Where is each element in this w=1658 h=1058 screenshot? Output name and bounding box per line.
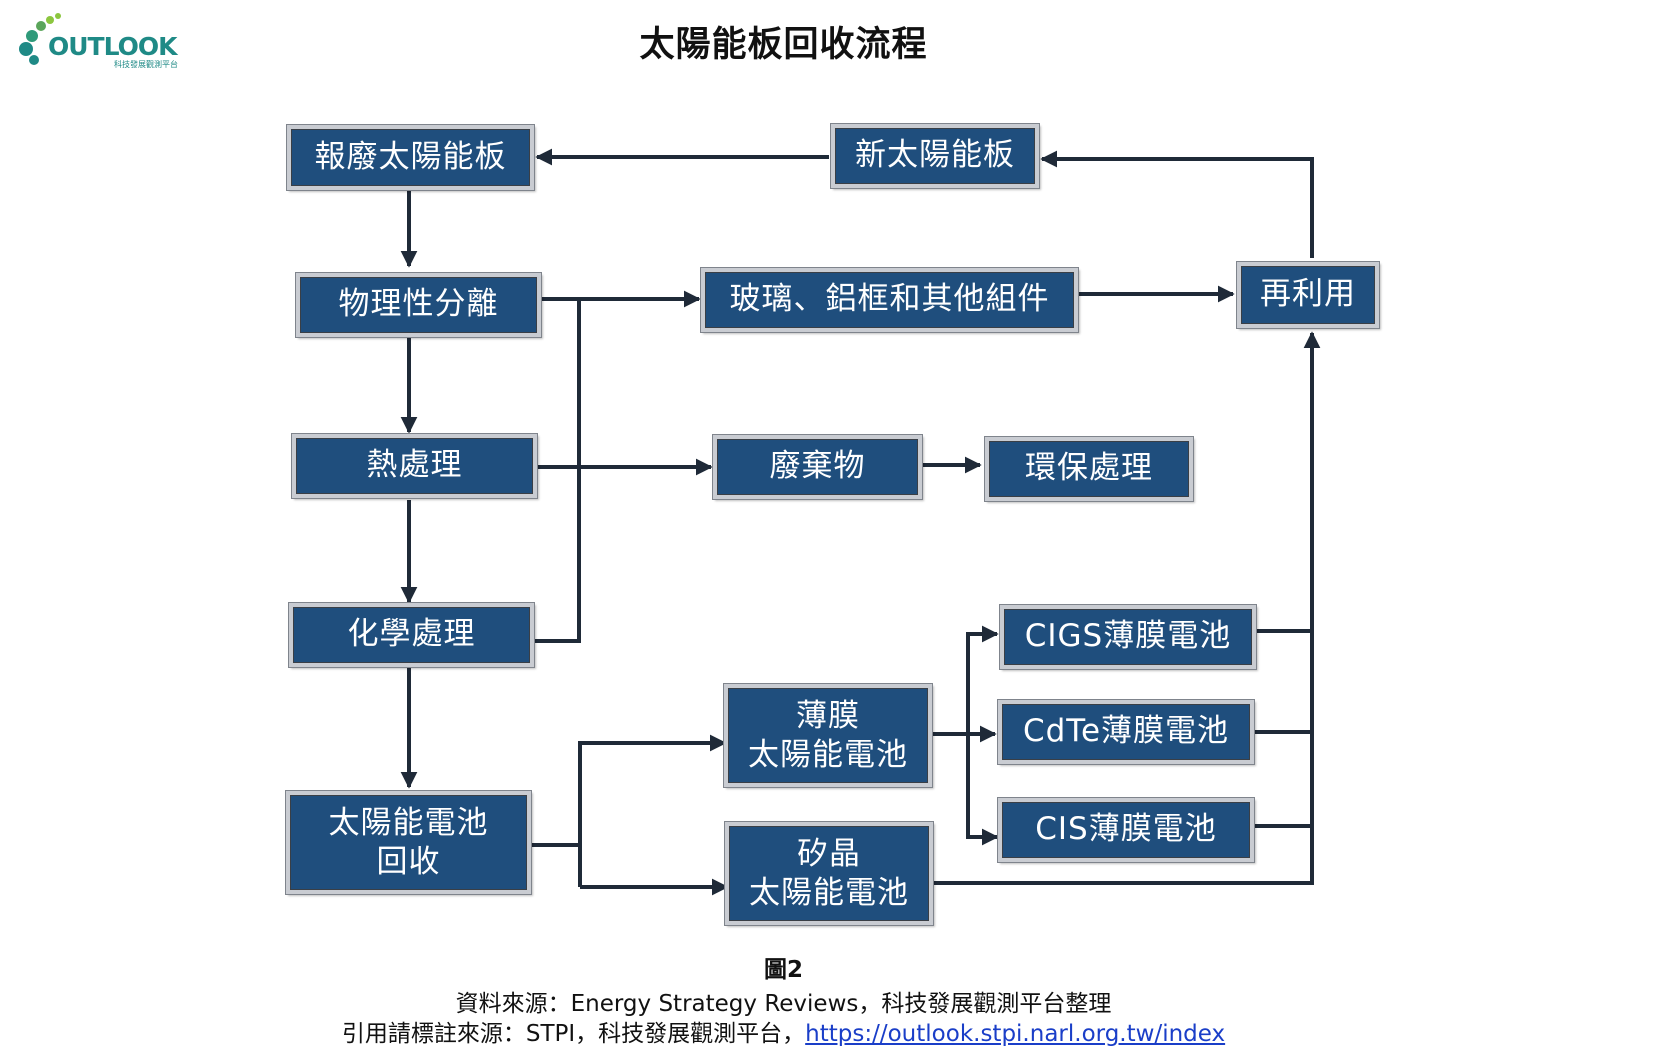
- node-cis-label: CIS薄膜電池: [1035, 811, 1217, 848]
- node-silicon: 矽晶 太陽能電池: [724, 821, 934, 926]
- citation-link[interactable]: https://outlook.stpi.narl.org.tw/index: [805, 1021, 1226, 1047]
- node-cell-recycle: 太陽能電池 回收: [285, 790, 532, 895]
- node-scrapped-panel-label: 報廢太陽能板: [314, 138, 507, 175]
- node-reuse-label: 再利用: [1260, 276, 1356, 313]
- node-chemical-treatment-label: 化學處理: [347, 616, 476, 653]
- node-cigs-label: CIGS薄膜電池: [1024, 618, 1232, 655]
- node-glass-aluminum-label: 玻璃、鋁框和其他組件: [729, 281, 1050, 318]
- node-physical-separation-label: 物理性分離: [338, 286, 499, 323]
- node-thin-film-line1: 薄膜: [796, 697, 860, 734]
- node-heat-treatment-label: 熱處理: [366, 447, 463, 484]
- logo-dots-icon: [19, 13, 61, 65]
- arrow-thinfilm-to-cigs: [966, 625, 999, 837]
- source-line: 資料來源：Energy Strategy Reviews，科技發展觀測平台整理: [455, 991, 1112, 1017]
- diagram-title: 太陽能板回收流程: [639, 25, 928, 65]
- citation-prefix: 引用請標註來源：STPI，科技發展觀測平台，: [341, 1021, 806, 1047]
- node-scrapped-panel: 報廢太陽能板: [286, 124, 535, 191]
- node-cis: CIS薄膜電池: [997, 797, 1255, 863]
- node-physical-separation: 物理性分離: [295, 272, 542, 338]
- node-glass-aluminum: 玻璃、鋁框和其他組件: [700, 267, 1079, 333]
- figure-label: 圖2: [763, 957, 803, 983]
- node-thin-film: 薄膜 太陽能電池: [723, 683, 933, 788]
- node-cdte: CdTe薄膜電池: [997, 699, 1255, 765]
- node-new-panel-label: 新太陽能板: [855, 137, 1015, 174]
- arrow-reuse-to-new: [1040, 150, 1314, 258]
- node-env-treatment: 環保處理: [984, 436, 1194, 502]
- node-heat-treatment: 熱處理: [291, 433, 538, 499]
- node-env-treatment-label: 環保處理: [1025, 450, 1153, 487]
- node-cdte-label: CdTe薄膜電池: [1022, 713, 1230, 750]
- node-chemical-treatment: 化學處理: [288, 602, 535, 668]
- node-waste: 廢棄物: [712, 434, 923, 500]
- node-new-panel: 新太陽能板: [830, 123, 1040, 189]
- node-silicon-line1: 矽晶: [797, 835, 861, 872]
- node-cigs: CIGS薄膜電池: [999, 604, 1257, 670]
- node-cell-recycle-line2: 回收: [376, 843, 441, 880]
- node-thin-film-line2: 太陽能電池: [748, 736, 908, 773]
- node-silicon-line2: 太陽能電池: [749, 874, 909, 911]
- citation-line: 引用請標註來源：STPI，科技發展觀測平台，https://outlook.st…: [0, 1014, 1567, 1048]
- node-cell-recycle-line1: 太陽能電池: [328, 804, 489, 841]
- outlook-logo: OUTLOOK 科技發展觀測平台: [14, 8, 184, 70]
- logo-subtitle: 科技發展觀測平台: [114, 60, 178, 69]
- arrow-cell-to-thinfilm: [578, 734, 727, 887]
- node-waste-label: 廢棄物: [769, 448, 866, 485]
- logo-text: OUTLOOK: [48, 32, 178, 61]
- node-reuse: 再利用: [1236, 261, 1380, 329]
- line-chemical-bus: [534, 297, 581, 643]
